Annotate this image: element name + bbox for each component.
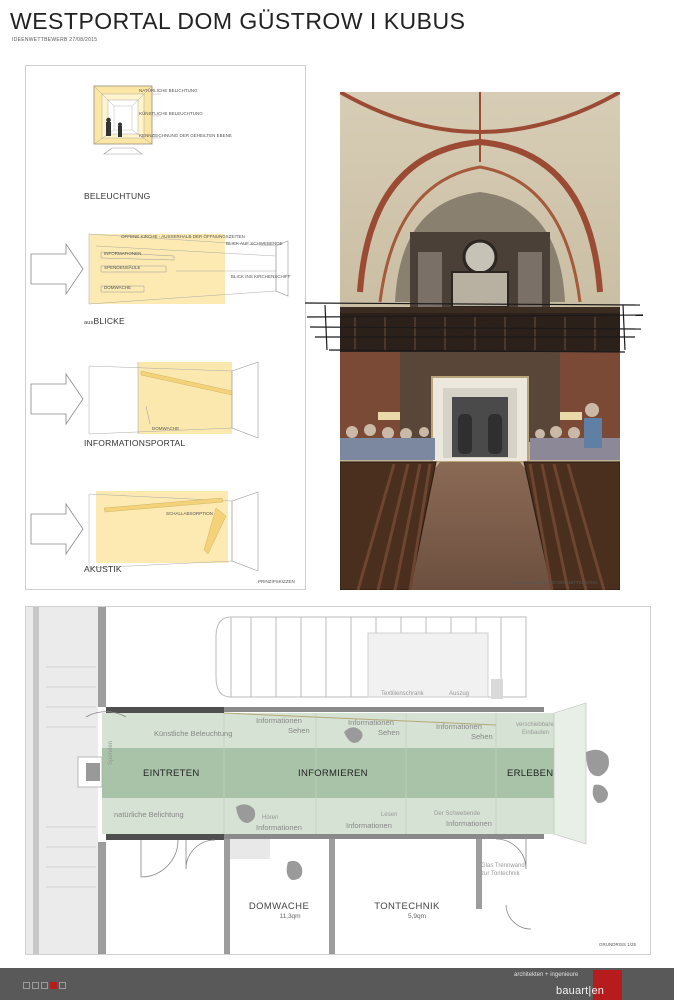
sketch-drawings [30,85,289,572]
akustik-sketch [30,491,259,572]
zone-erleben: ERLEBEN [507,768,554,779]
note-informationsportal-1: DOMWACHE [152,426,180,431]
sketch-panel: BELEUCHTUNG ausBLICKE INFORMATIONSPORTAL… [25,65,306,590]
page-indicator-5[interactable] [59,982,66,989]
label-info-1a: Informationen [256,716,302,725]
label-info-schwebende: Informationen [446,819,492,828]
informationsportal-sketch [30,361,259,439]
footer-bar [0,968,674,1000]
label-akustik: AKUSTIK [84,564,122,574]
label-glas-2: zur Tontechnik [481,871,520,877]
note-ausblicke-2: INFORMATIONEN [104,251,142,256]
page-indicator-2[interactable] [32,982,39,989]
page-indicator-3[interactable] [41,982,48,989]
zone-eintreten: EINTRETEN [143,768,200,779]
label-info-hoeren: Informationen [256,823,302,832]
page-indicator-1[interactable] [23,982,30,989]
room-domwache: DOMWACHE [248,901,310,912]
room-domwache-area: 11,3qm [279,913,301,920]
note-ausblicke-1: OFFENE KIRCHE - AUSSERHALB DER ÖFFNUNGSZ… [121,234,245,239]
poster-title: WESTPORTAL DOM GÜSTROW I KUBUS [10,8,466,34]
logo-text: bauart|en [556,985,605,997]
label-textilienschrank: Textilienschrank [381,691,424,697]
floor-plan-panel: EINTRETEN INFORMIEREN ERLEBEN Spenden Kü… [25,606,651,955]
zone-informieren: INFORMIEREN [298,768,368,779]
spenden-label: Spenden [108,740,114,765]
label-info-3a: Informationen [436,722,482,731]
note-ausblicke-4: DOMWACHE [104,285,132,290]
label-info-1b: Sehen [288,726,310,735]
label-info-2b: Sehen [378,728,400,737]
note-akustik-1: SCHALLABSORPTION [166,511,214,516]
label-info-lesen: Informationen [346,821,392,830]
photo-caption: INNENANSICHT AUS DEM MITTELGANG [512,580,598,585]
note-ausblicke-5: BLICK AUF SCHWEBENDE [226,241,283,246]
label-informationsportal: INFORMATIONSPORTAL [84,438,186,448]
label-hoeren: Hören [262,815,279,821]
room-tontechnik-area: 5,9qm [407,913,427,920]
ausblicke-sketch [30,233,289,305]
sketch-caption: PRINZIPSKIZZEN [258,579,295,584]
label-natuerliche-belichtung: natürliche Belichtung [114,810,184,819]
page-indicator-4[interactable] [50,982,57,989]
room-tontechnik: TONTECHNIK [374,901,440,912]
church-interior-illustration [340,92,620,590]
label-schwebende: Der Schwebende [434,811,481,817]
label-ausblicke: ausBLICKE [84,316,125,326]
label-verschiebbar-1: verschiebbare [516,722,554,728]
label-verschiebbar-2: Einbauten [522,730,550,736]
label-auszug: Auszug [449,691,470,697]
poster-subtitle: IDEENWETTBEWERB 27/08/2015 [12,37,98,43]
footer-tagline: architekten + ingenieure [514,972,579,978]
plan-caption: GRUNDRISS 1/25 [599,942,637,947]
label-info-3b: Sehen [471,732,493,741]
label-kuenstliche-beleuchtung: Künstliche Beleuchtung [154,729,233,738]
beleuchtung-sketch [93,85,161,155]
label-beleuchtung: BELEUCHTUNG [84,191,151,201]
floor-plan-drawing [26,607,609,954]
church-interior-photo [340,92,620,590]
note-beleuchtung-3: KENNZEICHNUNG DER GEHEILTEN EBENE [139,133,232,138]
note-beleuchtung-2: KÜNSTLICHE BELEUCHTUNG [139,111,203,116]
label-glas-1: Glas Trennwand [481,863,525,869]
label-lesen: Lesen [381,812,398,818]
note-ausblicke-3: SPENDENSÄULE [104,265,141,270]
note-ausblicke-6: BLICK INS KIRCHENSCHIFF [231,274,291,279]
label-info-2a: Informationen [348,718,394,727]
label-ausblicke-prefix: aus [84,320,94,326]
note-beleuchtung-1: NATÜRLICHE BELICHTUNG [139,88,198,93]
logo-red-block [593,970,622,1000]
label-ausblicke-main: BLICKE [93,316,125,326]
